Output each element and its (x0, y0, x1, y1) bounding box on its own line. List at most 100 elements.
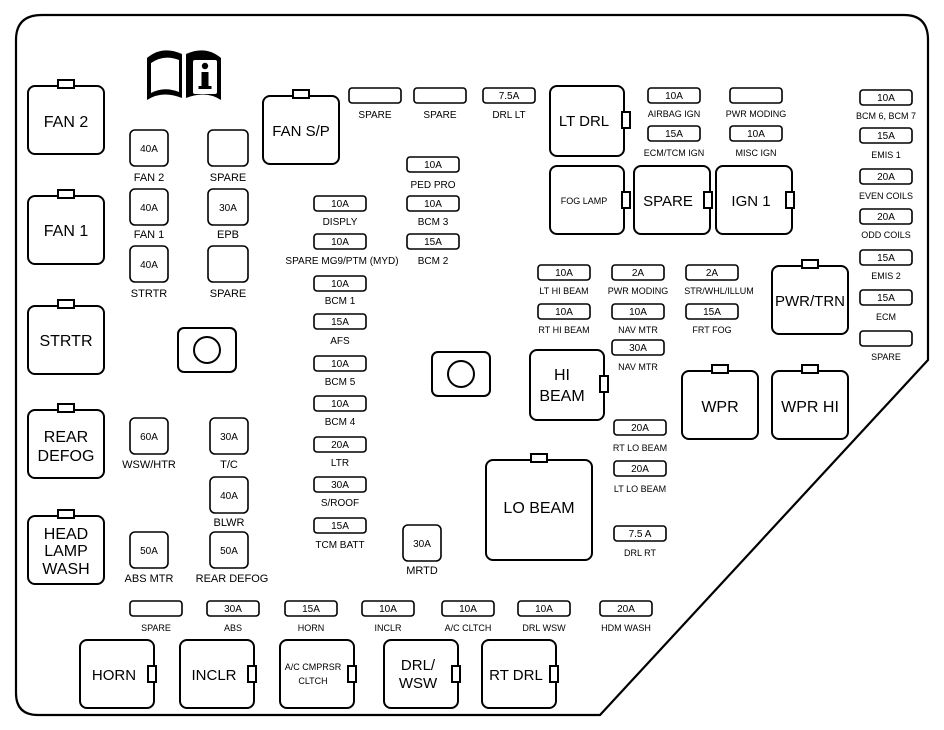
fuse-odd-label: ODD COILS (861, 230, 911, 240)
fuse-abs: 30A ABS (206, 600, 260, 633)
relay-pwr-trn-label: PWR/TRN (775, 293, 845, 310)
relay-rear-defog-label-1: REAR (44, 429, 88, 446)
fuse-misc-label: MISC IGN (735, 148, 776, 158)
fuse-disply-label: DISPLY (323, 217, 358, 228)
fuse-mrtd: 30A MRTD (402, 524, 442, 577)
fuse-fan2-label: FAN 2 (134, 172, 165, 184)
fuse-drl-lt-amp: 7.5A (499, 91, 520, 102)
fuse-bcm3-label: BCM 3 (418, 217, 449, 228)
fuse-bcm4: 10A BCM 4 (313, 395, 367, 428)
relay-rear-defog-label-2: DEFOG (38, 448, 95, 465)
relay-spare-label: SPARE (643, 193, 693, 210)
fuse-tc: 30A T/C (209, 417, 249, 471)
fuse-pwr-moding-label: PWR MODING (608, 286, 669, 296)
fuse-ltr: 20A LTR (313, 436, 367, 469)
fuse-nav-mtr-1: 10A NAV MTR (611, 303, 665, 335)
fuse-drl-rt-amp: 7.5 A (629, 529, 652, 540)
fuse-bcm1: 10A BCM 1 (313, 275, 367, 307)
fuse-rdefog-amp: 50A (220, 546, 238, 557)
fuse-bcm4-amp: 10A (331, 399, 349, 410)
fuse-tcm-batt-amp: 15A (331, 521, 349, 532)
fuse-afs: 15A AFS (313, 313, 367, 347)
fuse-fan2: 40A FAN 2 (129, 129, 169, 184)
fuse-nav-mtr1-label: NAV MTR (618, 325, 658, 335)
fuse-lt-hi-label: LT HI BEAM (539, 286, 588, 296)
relay-ac-cmprsr-label-1: A/C CMPRSR (285, 662, 342, 672)
relay-drl-wsw-label-1: DRL/ (401, 657, 436, 674)
fuse-bcm5: 10A BCM 5 (313, 355, 367, 388)
fuse-horn-label: HORN (298, 623, 325, 633)
fuse-fan1-label: FAN 1 (134, 229, 165, 241)
fuse-mrtd-amp: 30A (413, 539, 431, 550)
relay-pwr-trn: PWR/TRN (771, 259, 849, 335)
fuse-emis1: 15A EMIS 1 (859, 127, 913, 160)
fuse-spare-left-2-label: SPARE (210, 288, 246, 300)
fuse-lt-hi-amp: 10A (555, 268, 573, 279)
fuse-pwr-moding-top: PWR MODING (726, 87, 787, 119)
fuse-hdm-wash: 20A HDM WASH (599, 600, 653, 633)
relay-fan-sp: FAN S/P (262, 89, 340, 165)
fuse-odd-coils: 20A ODD COILS (859, 208, 913, 240)
relay-head-lamp-wash: HEAD LAMP WASH (27, 509, 105, 585)
fuse-str-label: STR/WHL/ILLUM (684, 286, 754, 296)
fuse-bcm2-amp: 15A (424, 237, 442, 248)
relay-strtr-label: STRTR (39, 333, 92, 350)
fuse-spare-mg9-label: SPARE MG9/PTM (MYD) (285, 256, 398, 267)
fuse-ecm-label: ECM (876, 312, 896, 322)
fuse-ecm-tcm-amp: 15A (665, 129, 683, 140)
fuse-hdm-label: HDM WASH (601, 623, 651, 633)
relay-wpr: WPR (681, 364, 759, 440)
fuse-drl-rt: 7.5 A DRL RT (613, 525, 667, 558)
relay-rear-defog: REAR DEFOG (27, 403, 105, 479)
fuse-inclr: 10A INCLR (361, 600, 415, 633)
fuse-strtr-label: STRTR (131, 288, 168, 300)
fuse-hdm-amp: 20A (617, 604, 635, 615)
fuse-ltr-label: LTR (331, 458, 349, 469)
fuse-wsw-htr: 60A WSW/HTR (122, 417, 176, 471)
fuse-epb: 30A EPB (207, 188, 249, 241)
fuse-epb-label: EPB (217, 229, 239, 241)
fuse-emis2-amp: 15A (877, 253, 895, 264)
relay-strtr: STRTR (27, 299, 105, 375)
fuse-spare-far-right-label: SPARE (871, 352, 901, 362)
relay-fan-sp-label: FAN S/P (272, 123, 330, 140)
fuse-emis1-amp: 15A (877, 131, 895, 142)
relay-wpr-hi-label: WPR HI (781, 399, 839, 416)
fuse-spare-top-b-label: SPARE (423, 110, 456, 121)
fuse-tc-amp: 30A (220, 432, 238, 443)
fuse-absmtr-amp: 50A (140, 546, 158, 557)
relay-ign1-label: IGN 1 (731, 193, 770, 210)
fuse-frt-fog-amp: 15A (703, 307, 721, 318)
fuse-bcm1-label: BCM 1 (325, 296, 356, 307)
fuse-ac-amp: 10A (459, 604, 477, 615)
fuse-strtr-amp: 40A (140, 260, 158, 271)
fuse-bcm1-amp: 10A (331, 279, 349, 290)
fuse-pwr-moding-top-label: PWR MODING (726, 109, 787, 119)
fuse-even-coils: 20A EVEN COILS (859, 168, 913, 201)
fuse-ac-cltch: 10A A/C CLTCH (441, 600, 495, 633)
fuse-spare-left-1: SPARE (207, 129, 249, 184)
fuse-emis1-label: EMIS 1 (871, 150, 901, 160)
fuse-fan2-amp: 40A (140, 144, 158, 155)
fuse-spare-top-b: SPARE (413, 87, 467, 121)
fuse-abs-amp: 30A (224, 604, 242, 615)
fuse-epb-amp: 30A (219, 203, 237, 214)
mounting-bolt-left (177, 327, 237, 373)
fuse-odd-amp: 20A (877, 212, 895, 223)
fuse-strtr: 40A STRTR (129, 245, 169, 300)
fuse-tcm-batt-label: TCM BATT (315, 540, 364, 551)
fuse-bcm6-bcm7: 10A BCM 6, BCM 7 (856, 89, 916, 121)
fuse-spare-top-a-label: SPARE (358, 110, 391, 121)
relay-lt-drl: LT DRL (549, 85, 631, 157)
relay-ac-cmprsr-label-2: CLTCH (298, 676, 327, 686)
fuse-pwr-moding-amp: 2A (632, 268, 645, 279)
relay-wpr-label: WPR (701, 399, 738, 416)
fuse-tcm-batt: 15A TCM BATT (313, 517, 367, 551)
fuse-bcm67-label: BCM 6, BCM 7 (856, 111, 916, 121)
fuse-tc-label: T/C (220, 459, 238, 471)
fuse-rt-hi-amp: 10A (555, 307, 573, 318)
fuse-bcm2: 15A BCM 2 (406, 233, 460, 267)
relay-hlw-label-2: LAMP (44, 543, 88, 560)
fuse-spare-far-right: SPARE (859, 330, 913, 362)
